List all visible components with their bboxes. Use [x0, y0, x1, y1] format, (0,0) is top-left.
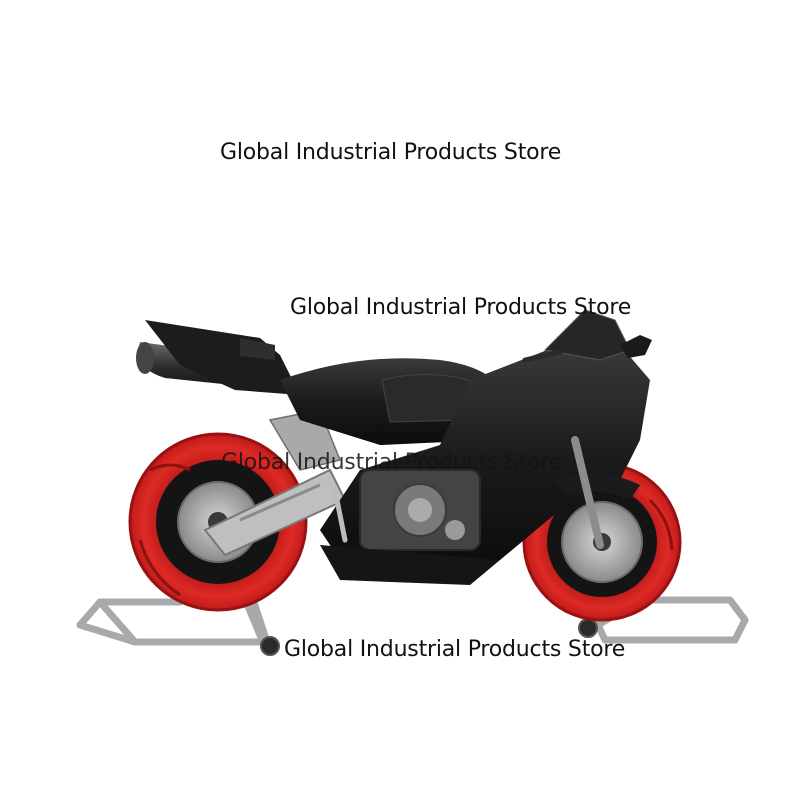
- store-watermark: Global Industrial Products Store: [220, 140, 562, 165]
- engine: [359, 469, 481, 551]
- store-watermark: Global Industrial Products Store: [284, 637, 626, 662]
- rear-stand-wheel: [260, 636, 280, 656]
- store-watermark: Global Industrial Products Store: [221, 450, 563, 475]
- rear-wheel: [128, 432, 308, 612]
- front-stand-wheel: [578, 618, 598, 638]
- store-watermark: Global Industrial Products Store: [290, 295, 632, 320]
- bike-bodywork: [145, 309, 652, 585]
